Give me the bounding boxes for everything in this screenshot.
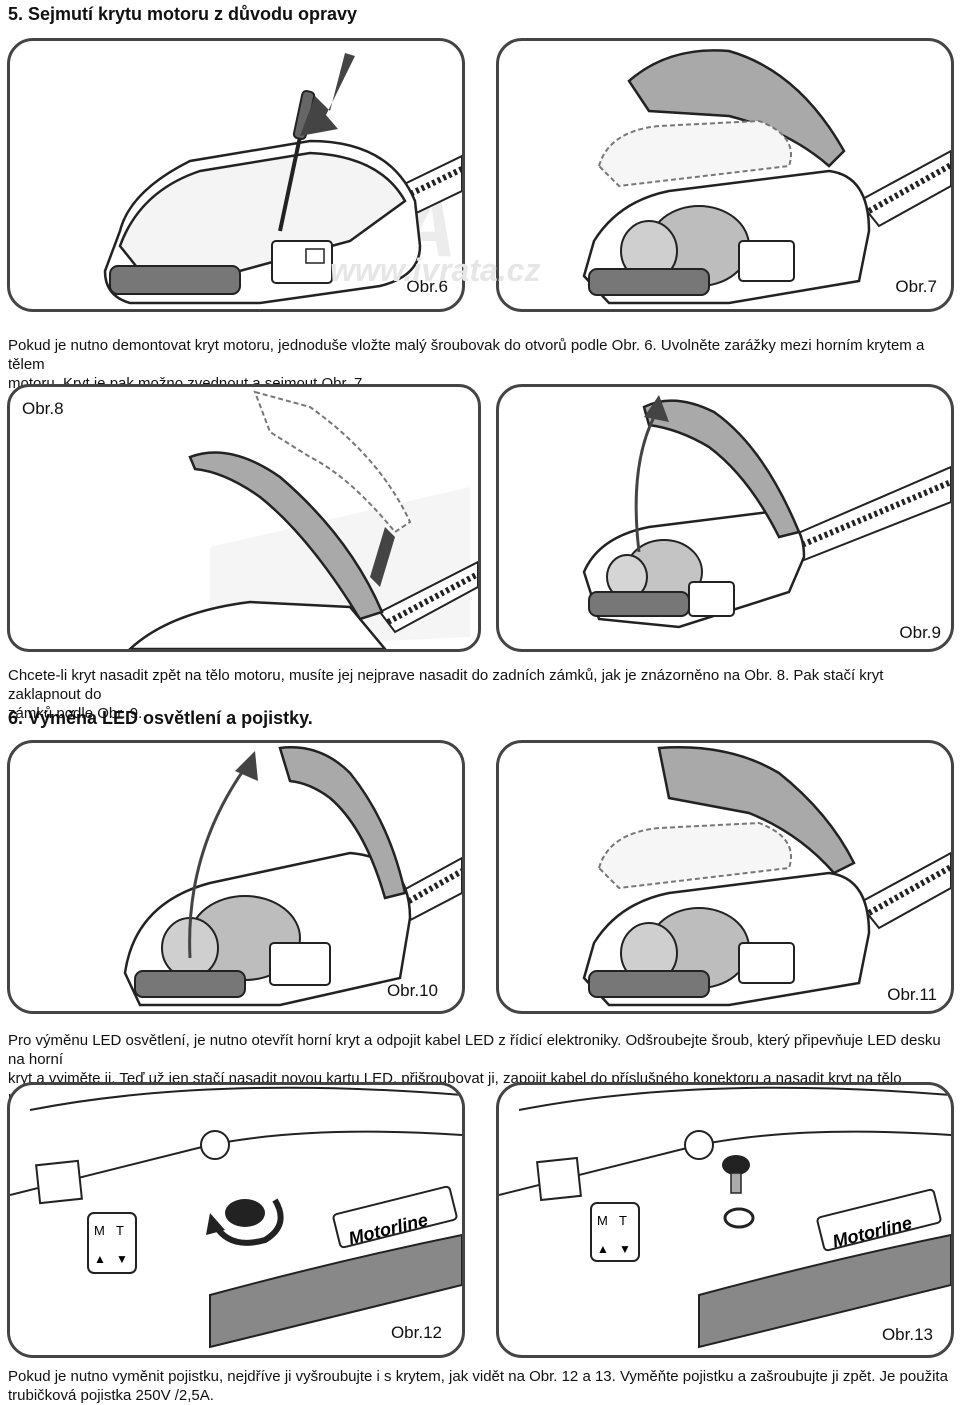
cover-lifted-led-illustration <box>582 746 951 1007</box>
figure-obr12: M T ▲ ▼ Motorline Obr.12 <box>7 1082 465 1358</box>
figure-obr13: M T ▲ ▼ Motorline Obr.13 <box>496 1082 954 1358</box>
figure-obr9: Obr.9 <box>496 384 954 652</box>
key-down: ▼ <box>619 1242 631 1256</box>
figure-obr7: Obr.7 <box>496 38 954 312</box>
paragraph-line: zámků podle Obr. 9. <box>8 705 143 722</box>
figure-label: Obr.10 <box>386 981 438 1000</box>
fuse-cap-unscrew-illustration: M T ▲ ▼ Motorline <box>10 1085 462 1355</box>
figure-label: Obr.8 <box>22 399 64 418</box>
figure-label: Obr.7 <box>895 277 937 296</box>
paragraph-refit-cover: Chcete-li kryt nasadit zpět na tělo moto… <box>8 666 953 723</box>
key-down: ▼ <box>116 1252 128 1266</box>
key-m: M <box>597 1213 608 1228</box>
paragraph-line: Pokud je nutno vyměnit pojistku, nejdřív… <box>8 1368 948 1385</box>
cover-rear-locks-illustration <box>128 390 478 649</box>
figure-label: Obr.13 <box>881 1325 933 1344</box>
cover-snap-closed-illustration <box>582 395 951 629</box>
paragraph-fuse-replace: Pokud je nutno vyměnit pojistku, nejdřív… <box>8 1367 953 1405</box>
paragraph-line: Pokud je nutno demontovat kryt motoru, j… <box>8 337 925 373</box>
open-cover-led-illustration <box>123 746 462 1007</box>
figure-label: Obr.12 <box>390 1323 442 1342</box>
paragraph-line: Chcete-li kryt nasadit zpět na tělo moto… <box>8 667 884 703</box>
key-m: M <box>94 1223 105 1238</box>
figure-obr10: Obr.10 <box>7 740 465 1014</box>
paragraph-line: Pro výměnu LED osvětlení, je nutno otevř… <box>8 1032 941 1068</box>
key-t: T <box>116 1223 124 1238</box>
figure-label: Obr.6 <box>406 277 448 296</box>
figure-label: Obr.11 <box>887 985 937 1004</box>
figure-label: Obr.9 <box>899 623 941 642</box>
figure-obr8: Obr.8 <box>7 384 481 652</box>
motor-cover-lifted-illustration <box>582 49 951 305</box>
section-heading-6: 6. Výměna LED osvětlení a pojistky. <box>8 708 313 728</box>
motor-closed-illustration: GOPA <box>103 53 462 305</box>
paragraph-line: trubičková pojistka 250V /2,5A. <box>8 1387 214 1404</box>
figure-obr6: GOPA Obr.6 <box>7 38 465 312</box>
key-up: ▲ <box>597 1242 609 1256</box>
fuse-cap-removed-illustration: M T ▲ ▼ Motorline <box>499 1086 951 1349</box>
key-up: ▲ <box>94 1252 106 1266</box>
figure-obr11: Obr.11 <box>496 740 954 1014</box>
watermark-url: www.ivrata.cz <box>330 252 541 288</box>
key-t: T <box>619 1213 627 1228</box>
section-heading-5: 5. Sejmutí krytu motoru z důvodu opravy <box>8 4 358 24</box>
